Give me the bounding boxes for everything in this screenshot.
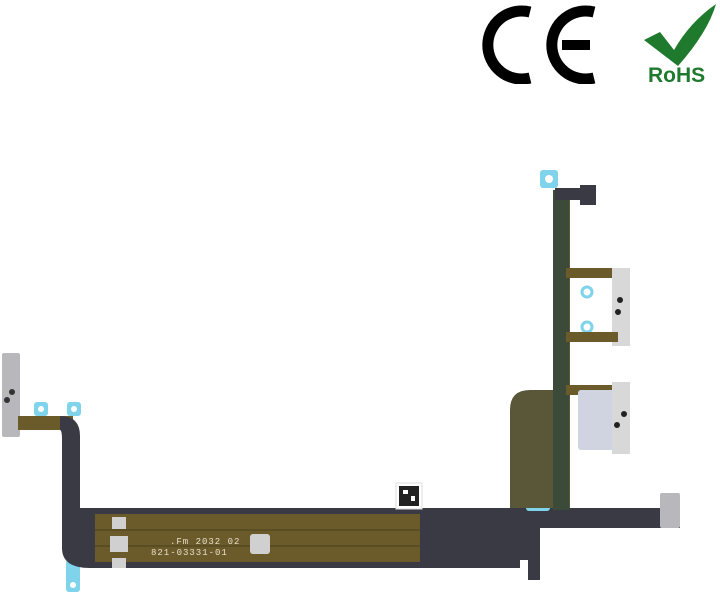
ce-mark-icon [482,5,596,84]
date-code-label: .Fm 2032 02 [170,537,241,547]
part-number-label: 821-03331-01 [151,548,228,558]
rohs-checkmark-icon [644,4,716,66]
rohs-label: RoHS [648,64,706,87]
